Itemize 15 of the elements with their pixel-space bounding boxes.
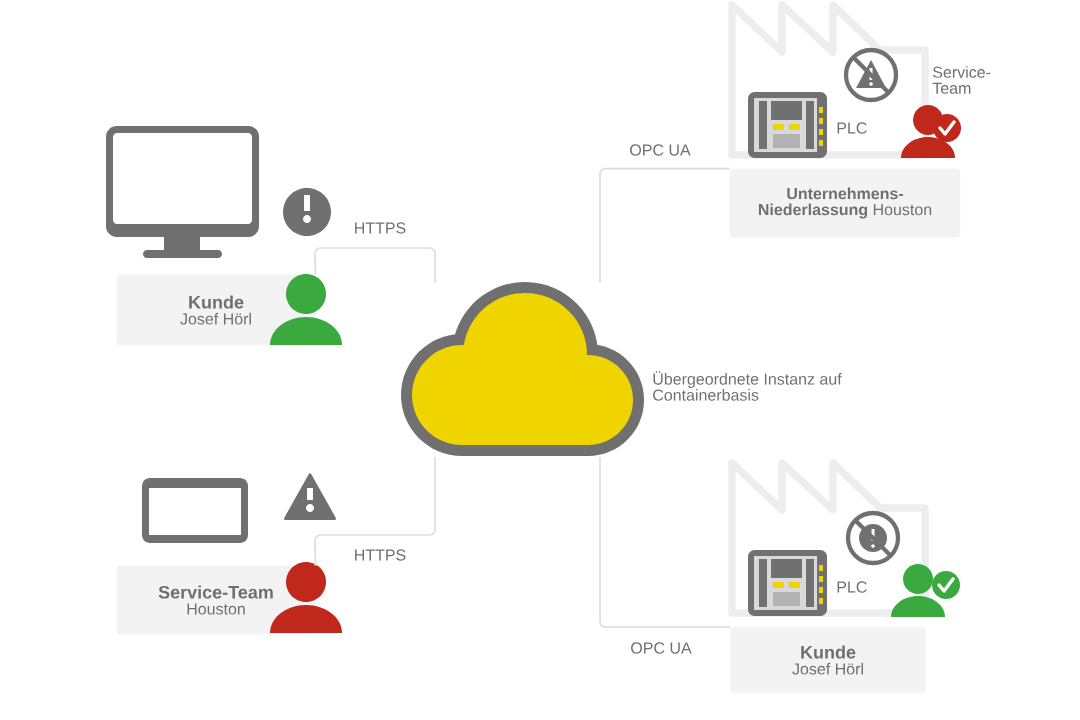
connector-line bbox=[599, 456, 732, 629]
edge-label: OPC UA bbox=[628, 143, 692, 157]
label: Service-Team bbox=[932, 66, 991, 94]
edge-label: HTTPS bbox=[352, 548, 408, 562]
label: PLC bbox=[837, 122, 867, 134]
connector-line bbox=[314, 247, 436, 284]
edge-label: OPC UA bbox=[629, 641, 693, 655]
info-box: Kunde Josef Hörl bbox=[730, 627, 926, 693]
cloud bbox=[401, 282, 644, 456]
connector-line bbox=[314, 456, 436, 567]
cloud-caption: Übergeordnete Instanz auf Containerbasis bbox=[653, 371, 842, 401]
info-box: Unternehmens-Niederlassung Houston bbox=[729, 168, 961, 238]
label: PLC bbox=[837, 581, 867, 593]
connector-line bbox=[599, 167, 731, 284]
edge-label: HTTPS bbox=[352, 221, 408, 235]
